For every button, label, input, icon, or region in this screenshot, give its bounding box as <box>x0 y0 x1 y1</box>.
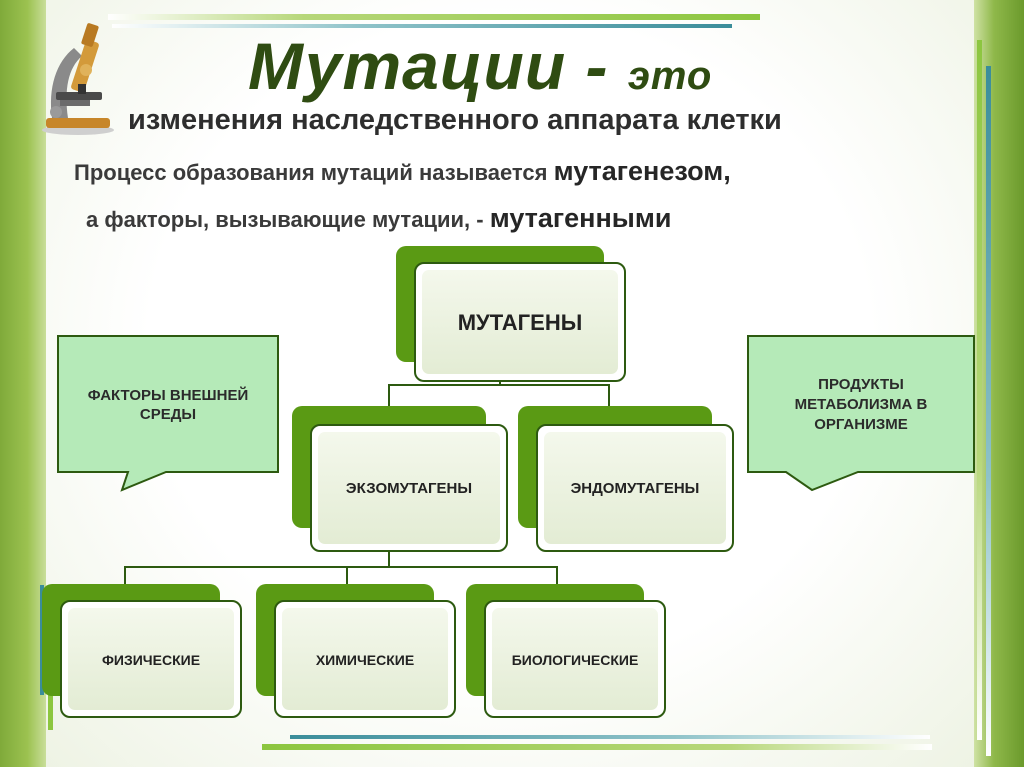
node-exomutagens-card: ЭКЗОМУТАГЕНЫ <box>310 424 508 552</box>
connector-exo-up <box>388 384 390 406</box>
mutagenesis-term: мутагенезом, <box>554 156 731 186</box>
mutagenic-line: а факторы, вызывающие мутации, - мутаген… <box>86 203 671 234</box>
mutagenesis-prefix: Процесс образования мутаций называется <box>74 160 547 185</box>
node-biological-label: БИОЛОГИЧЕСКИЕ <box>486 652 664 668</box>
callout-metabolism-line3: ОРГАНИЗМЕ <box>746 415 976 434</box>
callout-external-line2: СРЕДЫ <box>56 405 280 424</box>
slide-title: Мутации - это <box>248 28 712 104</box>
connector-chemical-up <box>346 566 348 584</box>
node-chemical-label: ХИМИЧЕСКИЕ <box>276 652 454 668</box>
definition-line: изменения наследственного аппарата клетк… <box>128 104 782 137</box>
mutagenic-term: мутагенными <box>490 203 672 233</box>
node-exomutagens-label: ЭКЗОМУТАГЕНЫ <box>312 480 506 497</box>
right-stripe-vertical-green <box>977 40 982 740</box>
node-biological-card: БИОЛОГИЧЕСКИЕ <box>484 600 666 718</box>
mutagenesis-line: Процесс образования мутаций называется м… <box>74 156 731 187</box>
node-mutagens-card: МУТАГЕНЫ <box>414 262 626 382</box>
node-physical-label: ФИЗИЧЕСКИЕ <box>62 652 240 668</box>
callout-metabolism-line1: ПРОДУКТЫ <box>746 375 976 394</box>
node-physical-card: ФИЗИЧЕСКИЕ <box>60 600 242 718</box>
connector-physical-up <box>124 566 126 584</box>
callout-external-line1: ФАКТОРЫ ВНЕШНЕЙ <box>56 386 280 405</box>
node-mutagens-label: МУТАГЕНЫ <box>416 310 624 336</box>
bottom-stripe-green <box>262 744 932 750</box>
callout-metabolism-line2: МЕТАБОЛИЗМА В <box>746 395 976 414</box>
mutagenic-prefix: а факторы, вызывающие мутации, - <box>86 207 484 232</box>
node-chemical-card: ХИМИЧЕСКИЕ <box>274 600 456 718</box>
title-main: Мутации - <box>248 29 608 103</box>
connector-biological-up <box>556 566 558 584</box>
microscope-icon <box>38 18 120 141</box>
connector-endo-up <box>608 384 610 406</box>
node-endomutagens-label: ЭНДОМУТАГЕНЫ <box>538 480 732 497</box>
right-stripe-vertical <box>986 66 991 756</box>
callout-metabolism-products: ПРОДУКТЫ МЕТАБОЛИЗМА В ОРГАНИЗМЕ <box>746 334 976 494</box>
top-stripe-green <box>108 14 760 20</box>
bottom-stripe-teal <box>290 735 930 739</box>
title-tail: это <box>628 54 713 98</box>
callout-external-factors: ФАКТОРЫ ВНЕШНЕЙ СРЕДЫ <box>56 334 280 494</box>
connector-level3-bar <box>124 566 558 568</box>
connector-level2-bar <box>388 384 610 386</box>
node-endomutagens-card: ЭНДОМУТАГЕНЫ <box>536 424 734 552</box>
